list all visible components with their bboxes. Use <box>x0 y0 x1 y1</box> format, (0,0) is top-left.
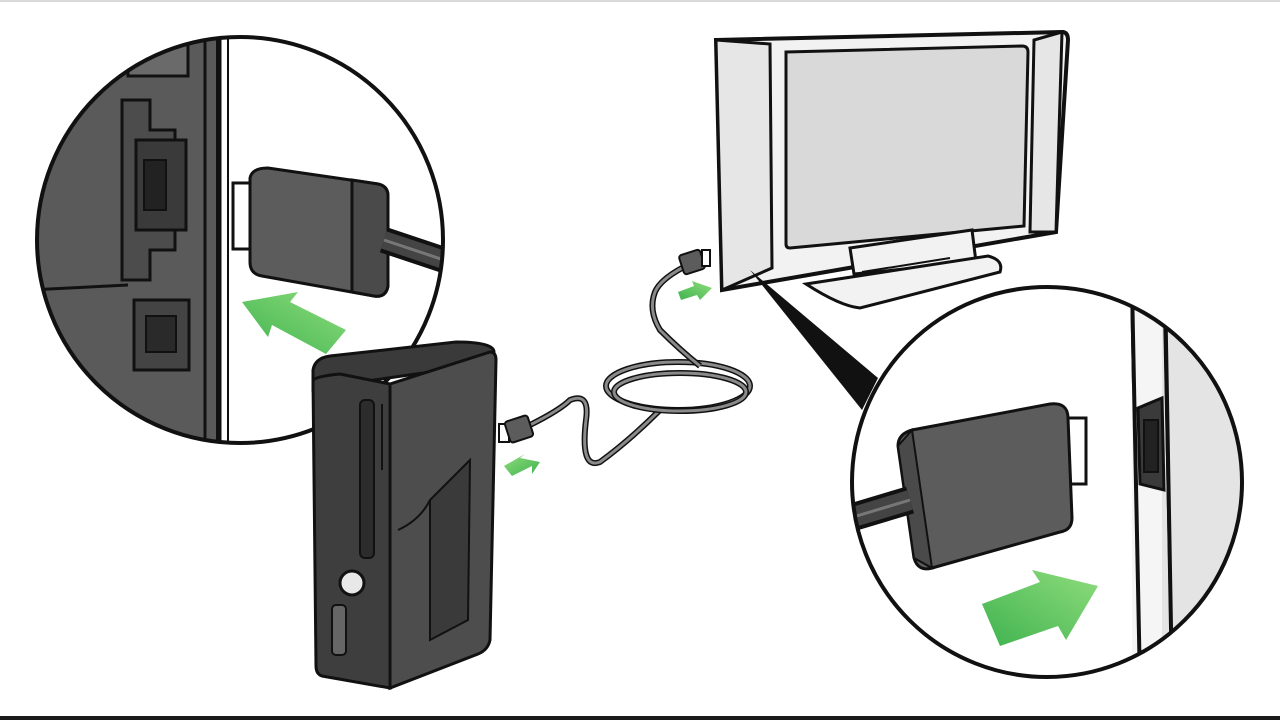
hdmi-cable-icon <box>498 248 753 467</box>
bottom-divider <box>0 716 1280 720</box>
insert-arrow-icon <box>504 454 540 476</box>
tv-hdmi-port <box>1136 395 1166 492</box>
hdmi-plug-small-console <box>498 414 535 444</box>
top-divider <box>0 0 1280 2</box>
tv-port-zoom <box>850 285 1244 679</box>
console-av-port <box>132 298 191 372</box>
console-hdmi-port <box>120 98 188 282</box>
console-power-button <box>338 569 366 597</box>
flat-screen-tv-icon <box>713 29 1071 310</box>
zoom-pointer <box>750 270 878 410</box>
hdmi-plug-right <box>852 402 1088 571</box>
game-console-icon <box>311 340 498 691</box>
insert-arrow-icon <box>678 281 712 300</box>
hdmi-plug-left <box>231 166 443 298</box>
insert-arrow-icon <box>242 292 346 354</box>
hdmi-plug-small-tv <box>678 248 711 276</box>
insert-arrow-icon <box>982 570 1098 646</box>
